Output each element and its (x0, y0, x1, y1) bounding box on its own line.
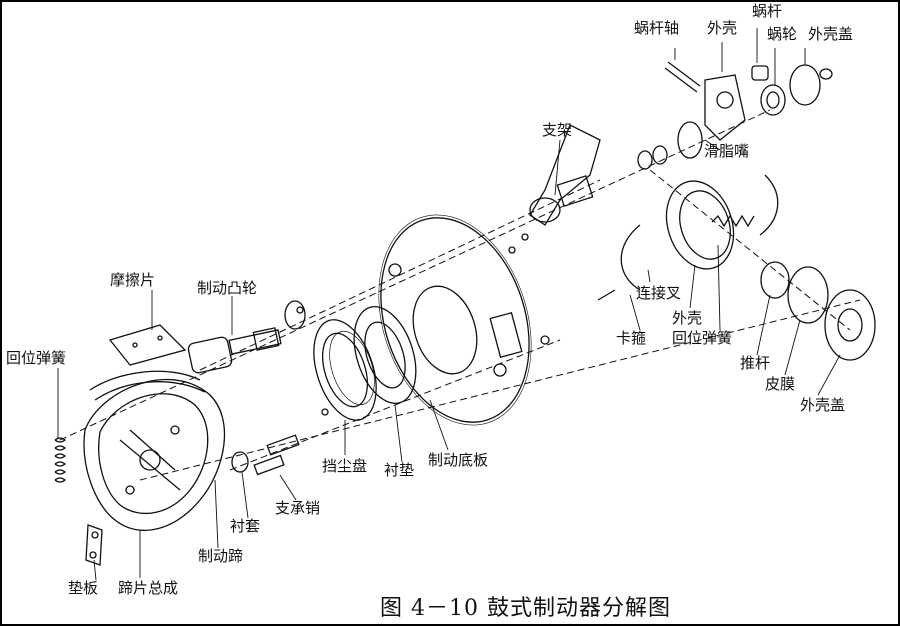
label-diaphragm: 皮膜 (765, 375, 796, 393)
housing-top-part (705, 75, 745, 140)
push-rod-part (761, 262, 875, 360)
label-housing-mid: 外壳 (672, 309, 703, 327)
return-spring-right-part (712, 216, 754, 226)
label-bushing: 衬套 (230, 517, 261, 535)
bracket-part (530, 125, 600, 225)
shim-plate-part (86, 525, 102, 565)
label-return-spring-right: 回位弹簧 (672, 329, 733, 347)
liner-part (343, 299, 427, 411)
assembly-axis-lines (60, 110, 860, 480)
label-return-spring-left: 回位弹簧 (6, 349, 67, 367)
label-friction-pad: 摩擦片 (110, 271, 156, 289)
label-brake-cam: 制动凸轮 (197, 279, 258, 297)
worm-wheel-part (752, 65, 832, 115)
label-housing-top: 外壳 (707, 19, 738, 37)
label-support-pin: 支承销 (275, 499, 321, 517)
small-rings-part (638, 122, 702, 169)
brake-cam-part (187, 301, 305, 374)
housing-mid-part (656, 172, 745, 277)
worm-shaft-part (665, 62, 700, 92)
shoe-assembly-part (84, 371, 224, 530)
clip-part (621, 175, 777, 290)
label-housing-cover-top: 外壳盖 (808, 25, 854, 43)
label-bracket: 支架 (542, 121, 573, 139)
backing-plate-part (353, 195, 557, 445)
label-push-rod: 推杆 (740, 354, 771, 372)
dust-shield-part (302, 312, 387, 428)
label-grease-nipple: 滑脂嘴 (704, 142, 750, 160)
label-dust-shield: 挡尘盘 (322, 457, 368, 475)
label-shim-plate: 垫板 (68, 579, 99, 597)
label-clip: 卡箍 (616, 329, 647, 347)
label-worm-shaft: 蜗杆轴 (634, 19, 680, 37)
figure-caption: 图 4－10 鼓式制动器分解图 (380, 596, 671, 621)
small-bolts-part (297, 234, 615, 415)
label-shoe-assembly: 蹄片总成 (118, 579, 179, 597)
label-worm: 蜗杆 (752, 2, 783, 20)
label-brake-shoe: 制动蹄 (198, 547, 244, 565)
label-worm-wheel: 蜗轮 (767, 25, 798, 43)
label-liner: 衬垫 (384, 461, 415, 479)
leader-lines (58, 28, 840, 580)
label-housing-cover-bottom: 外壳盖 (800, 396, 846, 414)
label-brake-backing-plate: 制动底板 (428, 451, 489, 469)
return-spring-left-part (55, 438, 65, 482)
support-pin-part (232, 435, 299, 474)
label-link-fork: 连接叉 (636, 284, 682, 302)
friction-pad-part (110, 325, 185, 365)
